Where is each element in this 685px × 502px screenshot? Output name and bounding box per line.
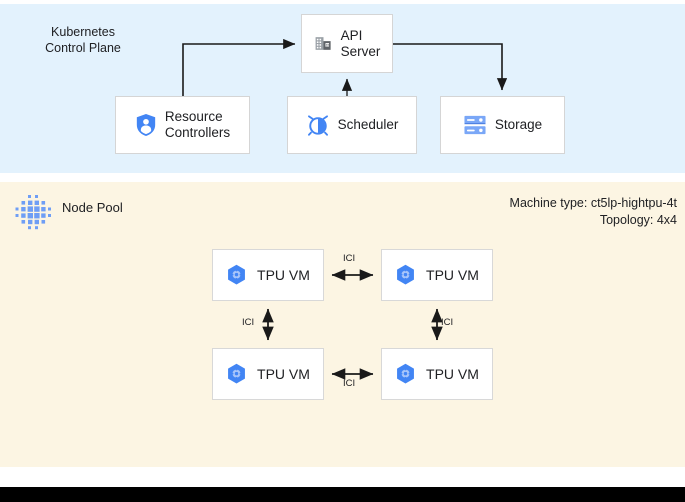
ici-label-left: ICI (242, 317, 255, 328)
node-box-scheduler[interactable]: Scheduler (287, 96, 417, 154)
machine-type-label: Machine type: ct5lp-hightpu-4t (509, 196, 677, 210)
topology-label: Topology: 4x4 (599, 213, 677, 227)
tpu-vm-label-4: TPU VM (426, 366, 479, 382)
node-box-resource-controllers[interactable]: Resource Controllers (115, 96, 250, 154)
alarm-clock-icon (306, 113, 330, 137)
node-label-storage: Storage (494, 117, 543, 132)
node-label-api-server: API Server (340, 27, 381, 59)
ici-label-bottom: ICI (343, 378, 356, 389)
node-label-scheduler: Scheduler (337, 117, 399, 132)
tpu-vm-box-3[interactable]: TPU VM (212, 348, 324, 400)
tpu-hexagon-icon (226, 363, 247, 385)
tpu-hexagon-icon (395, 363, 416, 385)
bottom-bar (0, 487, 685, 502)
tpu-hexagon-icon (395, 264, 416, 286)
tpu-vm-label-3: TPU VM (257, 366, 310, 382)
ici-label-top: ICI (343, 253, 356, 264)
tpu-vm-box-2[interactable]: TPU VM (381, 249, 493, 301)
tpu-vm-label-2: TPU VM (426, 267, 479, 283)
building-icon (314, 34, 333, 53)
tpu-vm-label-1: TPU VM (257, 267, 310, 283)
node-pool-title: Node Pool (62, 200, 123, 215)
server-stack-icon (463, 114, 487, 136)
dot-cluster-icon (14, 193, 52, 231)
machine-metadata: Machine type: ct5lp-hightpu-4t Topology:… (510, 195, 677, 229)
node-box-api-server[interactable]: API Server (301, 14, 393, 73)
tpu-hexagon-icon (226, 264, 247, 286)
shield-person-icon (135, 113, 157, 137)
node-pool-section (0, 182, 685, 467)
control-plane-title: Kubernetes Control Plane (45, 25, 121, 55)
ici-label-right: ICI (441, 317, 454, 328)
tpu-vm-box-4[interactable]: TPU VM (381, 348, 493, 400)
node-label-resource-controllers: Resource Controllers (164, 109, 231, 140)
node-box-storage[interactable]: Storage (440, 96, 565, 154)
tpu-vm-box-1[interactable]: TPU VM (212, 249, 324, 301)
